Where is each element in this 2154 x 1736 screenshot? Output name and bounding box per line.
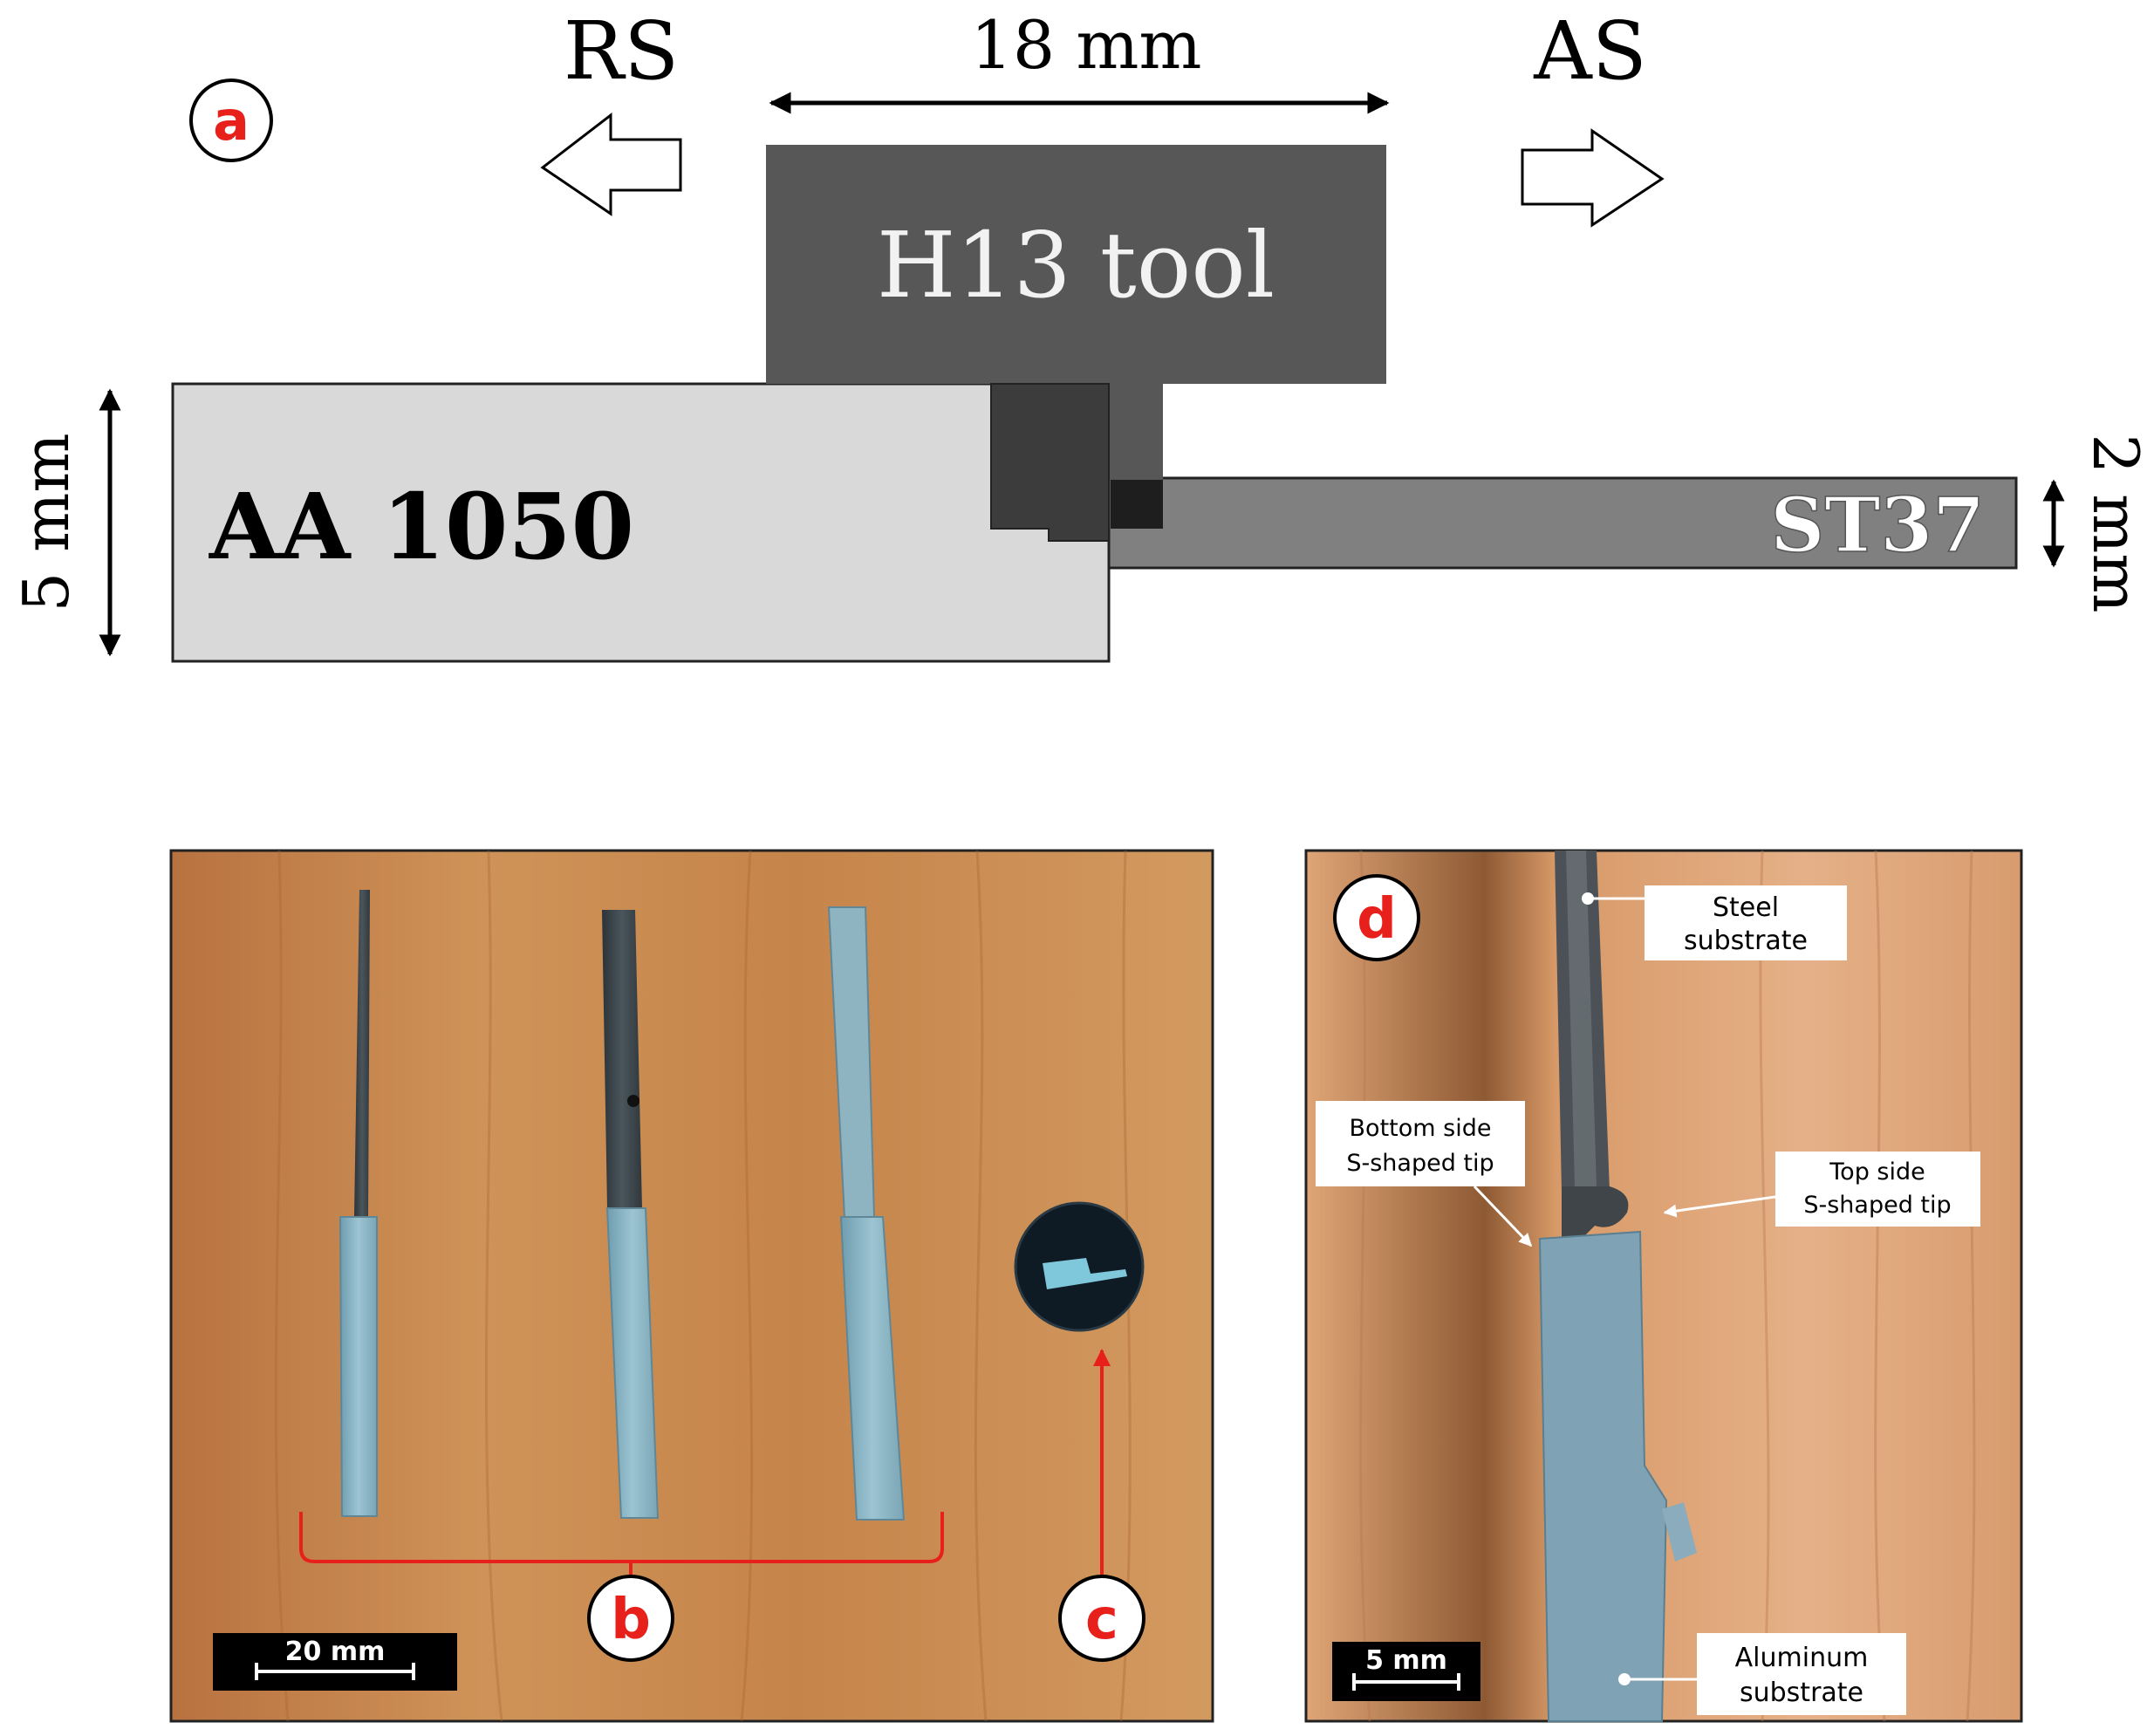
scale-bar-right-label: 5 mm [1365,1645,1447,1676]
top-callout-box [1775,1152,1980,1227]
specimen-1-aluminum [338,1216,378,1517]
aluminum-label: AA 1050 [209,473,634,580]
aluminum-plate [171,382,1111,663]
bottom-callout-line2: S-shaped tip [1346,1150,1494,1177]
label-d: d [1357,887,1397,952]
aluminum-callout-line2: substrate [1740,1678,1863,1708]
steel-substrate-highlight [1566,851,1597,1186]
top-callout-line2: S-shaped tip [1803,1192,1951,1219]
s-shaped-tip [1562,1186,1629,1239]
aluminum-substrate-fragment [1662,1502,1697,1562]
aluminum-thickness-label: 5 mm [10,433,83,612]
specimen-2-steel [602,910,642,1208]
scale-bar-left-box [213,1633,457,1691]
label-b: b [611,1588,651,1652]
specimen-2 [602,910,660,1519]
steel-callout-line1: Steel [1713,892,1779,923]
top-callout-line [1663,1195,1776,1218]
steel-plate [1107,476,2018,570]
specimen-1-steel [354,890,370,1217]
panel-a-schematic: a RS AS 18 mm AA 1050 ST37 H13 tool 5 mm… [10,4,2152,663]
panel-d-photo: d Steel substrate Bottom side S-shaped t… [1304,849,2023,1723]
rs-arrow-icon [540,112,682,216]
pin-overlap-aluminum [990,383,1110,542]
h13-tool-shoulder [766,145,1386,384]
specimen-2-aluminum [605,1207,660,1519]
bottom-callout-line1: Bottom side [1350,1115,1492,1142]
panel-bc-photo: b c 20 mm [169,849,1214,1723]
aluminum-callout-box [1697,1633,1906,1715]
top-callout-line1: Top side [1829,1158,1925,1186]
scale-bar-right-box [1332,1642,1480,1701]
as-label: AS [1533,4,1646,98]
steel-callout-box [1645,885,1847,960]
bracket-b [299,1512,944,1563]
rs-label: RS [564,4,679,98]
tool-label: H13 tool [877,212,1275,318]
label-c: c [1085,1588,1118,1652]
aluminum-substrate-strip [1538,1230,1668,1722]
specimen-3-aluminum [839,1216,906,1521]
panel-a-label: a [213,89,250,153]
steel-thickness-label: 2 mm [2079,434,2152,612]
label-b-circle [587,1575,674,1662]
as-arrow-icon [1521,128,1665,228]
specimen-2-mark [627,1095,639,1107]
aluminum-callout-line1: Aluminum [1735,1643,1869,1673]
tool-width-label: 18 mm [971,6,1202,84]
steel-callout-line2: substrate [1684,926,1808,956]
mounted-sample-specimen [1043,1258,1127,1289]
label-c-circle [1058,1575,1145,1662]
panel-a-label-circle [189,79,273,162]
specimen-3 [827,906,906,1521]
steel-label: ST37 [1770,482,1985,570]
bottom-callout-line [1473,1185,1533,1247]
bottom-callout-box [1316,1101,1525,1186]
wood-grain-right [1359,850,1976,1722]
specimen-1 [338,890,378,1517]
pin-overlap-steel [1111,480,1163,529]
label-d-circle [1333,874,1420,961]
scale-bar-left-label: 20 mm [285,1637,386,1667]
